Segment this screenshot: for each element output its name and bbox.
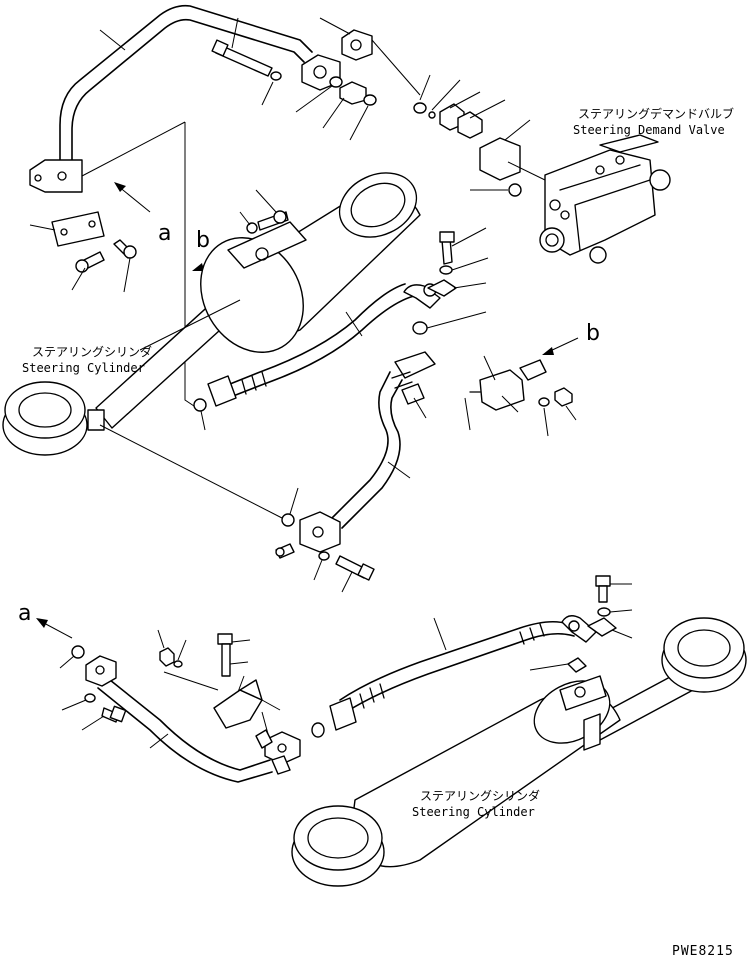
valve-oring-1 — [295, 76, 343, 113]
lower-steel-pipe-bottom — [97, 671, 273, 783]
callout-arrow-a-top — [114, 182, 151, 213]
valve-oring-2 — [349, 94, 377, 141]
steering-demand-valve-label-en: Steering Demand Valve — [573, 123, 725, 137]
lower-bracket — [213, 675, 281, 729]
lower-pipe-clamp — [401, 383, 427, 419]
pipe-bracket-right — [464, 355, 547, 431]
drawing-code: PWE8215 — [672, 944, 734, 959]
lower-pipe-leader-2 — [149, 733, 169, 749]
leader-lines-top-left — [29, 29, 186, 293]
lower-steering-cylinder-eye-base — [291, 805, 385, 887]
upper-steering-cylinder-body — [200, 172, 421, 353]
valve-flange-block-2 — [322, 29, 373, 129]
upper-cylinder-label-en: Steering Cylinder — [22, 361, 145, 375]
lower-steering-cylinder-eye-rod — [661, 617, 747, 693]
flange-bolts-left — [75, 239, 137, 273]
lower-steering-cylinder-body — [349, 675, 621, 868]
steering-demand-valve — [539, 134, 671, 264]
lower-bracket-parts — [157, 629, 219, 691]
upper-cylinder-label-jp: ステアリングシリンダ — [32, 344, 152, 359]
cylinder-top-bolts — [239, 189, 289, 234]
pipe-to-valve-leader — [319, 17, 421, 96]
cylinder-to-pipe-leader — [99, 424, 283, 519]
callout-b-right: b — [586, 321, 600, 346]
callout-arrow-a-bottom — [36, 618, 73, 639]
valve-oring-3 — [470, 161, 546, 197]
valve-flange-bolt-1 — [211, 17, 273, 77]
lower-pipe-flange-bottom — [299, 511, 341, 553]
lower-pipe-leader — [387, 461, 411, 479]
lower-pipe-flange-bolts — [275, 543, 375, 593]
upper-cylinder-leader — [139, 299, 241, 351]
leader-vertical-mid — [184, 122, 201, 411]
lower-cylinder-label-jp: ステアリングシリンダ — [420, 788, 540, 803]
lower-cylinder-label-en: Steering Cylinder — [412, 805, 535, 819]
split-flange-plate — [51, 211, 105, 247]
steering-demand-valve-label-jp: ステアリングデマンドバルブ — [578, 106, 734, 121]
callout-b-top: b — [196, 228, 210, 253]
upper-hose-oring — [193, 398, 207, 431]
lower-hose-leader — [433, 617, 447, 651]
lower-pipe-oring — [281, 487, 299, 527]
lower-pipe-flange-left — [85, 655, 117, 687]
lower-bracket-bolt — [217, 633, 251, 677]
lower-clamp-bolt — [529, 575, 633, 673]
upper-hydraulic-hose — [207, 283, 415, 407]
valve-flange-washer-1 — [261, 71, 282, 106]
callout-a-bottom: a — [18, 601, 31, 626]
callout-a-top: a — [158, 221, 171, 246]
bracket-nut-washer — [538, 387, 577, 437]
clamp-bolt-top-right — [412, 227, 489, 335]
lower-flange-right — [255, 711, 301, 775]
valve-fittings — [413, 74, 531, 181]
lower-flange-bolts-left — [61, 693, 127, 731]
upper-steel-pipe — [59, 4, 313, 166]
pipe-flange-block-left — [29, 159, 83, 193]
upper-steering-cylinder-eye — [2, 381, 105, 456]
lower-hose-elbow — [561, 615, 597, 643]
lower-oring-left — [59, 645, 85, 669]
upper-hose-leader — [345, 311, 363, 337]
lower-steel-pipe-upper-section — [329, 351, 436, 529]
lower-oring-right — [311, 722, 325, 738]
callout-arrow-b-right — [542, 337, 579, 355]
lower-hydraulic-hose — [329, 620, 575, 731]
